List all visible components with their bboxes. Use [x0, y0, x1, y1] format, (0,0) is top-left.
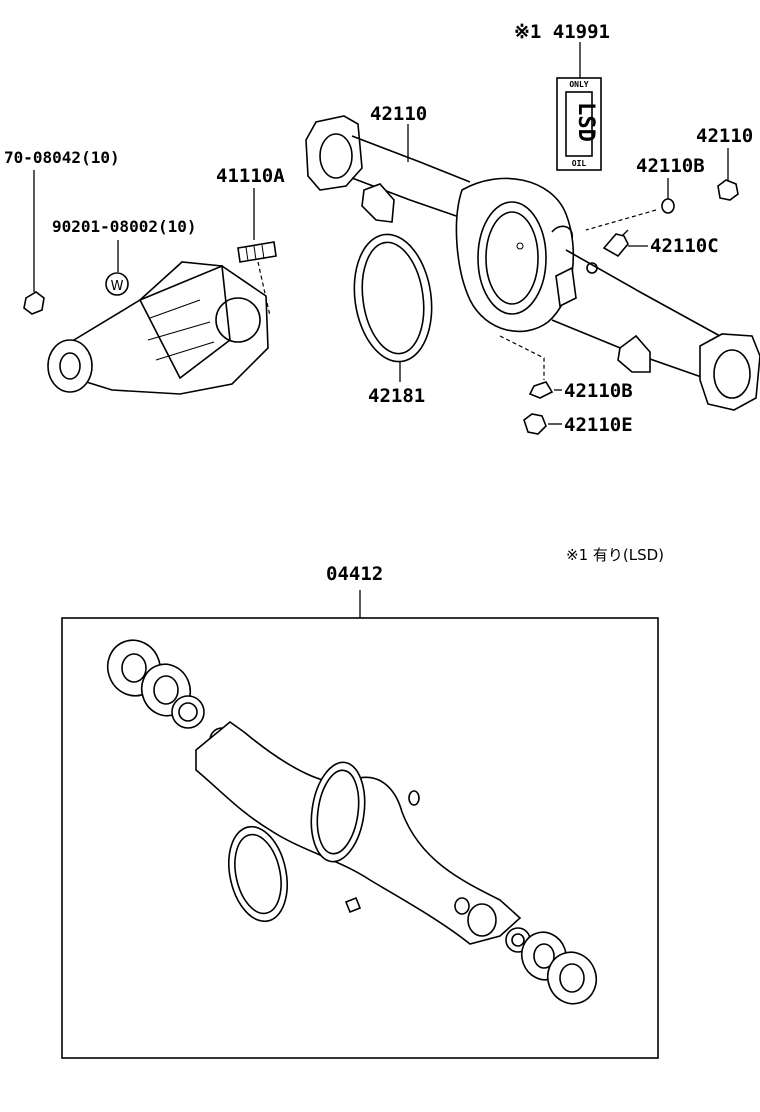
label-70-08042: 70-08042(10) — [4, 148, 120, 167]
label-41991: ※1 41991 — [514, 21, 610, 43]
label-42110e: 42110E — [564, 414, 633, 436]
gasket-kit-parts — [106, 639, 598, 1005]
drain-plug-bottom — [523, 413, 547, 435]
sticker-bottom-text: OIL — [572, 159, 587, 168]
sticker-top-text: ONLY — [569, 80, 588, 89]
label-42110: 42110 — [370, 103, 427, 125]
lsd-oil-sticker: ONLY LSD OIL — [556, 77, 602, 171]
gasket-kit-box — [61, 617, 659, 1059]
drain-plug-top — [717, 179, 739, 201]
label-42110-edge: 42110 — [696, 125, 753, 147]
breather-plug — [602, 229, 629, 258]
label-42181: 42181 — [368, 385, 425, 407]
label-04412: 04412 — [326, 563, 383, 585]
dash-42110b-top — [585, 209, 657, 231]
label-42110b-bottom: 42110B — [564, 380, 633, 402]
label-42110b-top: 42110B — [636, 155, 705, 177]
carrier-gasket — [353, 233, 433, 363]
label-41110a: 41110A — [216, 165, 285, 187]
gasket-washer-bottom — [528, 381, 554, 399]
grease-symbol-circle — [105, 272, 129, 296]
gasket-washer-top — [661, 198, 675, 214]
nut — [23, 291, 45, 315]
lsd-footnote: ※1 有り(LSD) — [566, 546, 664, 564]
label-90201-08002: 90201-08002(10) — [52, 217, 197, 236]
grease-symbol-text: W — [111, 279, 124, 294]
axle-housing — [305, 115, 760, 411]
differential-carrier — [47, 261, 269, 395]
stud-bolt — [237, 241, 277, 263]
dash-stud — [257, 261, 271, 317]
label-42110c: 42110C — [650, 235, 719, 257]
sticker-main-text: LSD — [573, 102, 598, 142]
dash-42110b-bottom — [499, 335, 545, 380]
